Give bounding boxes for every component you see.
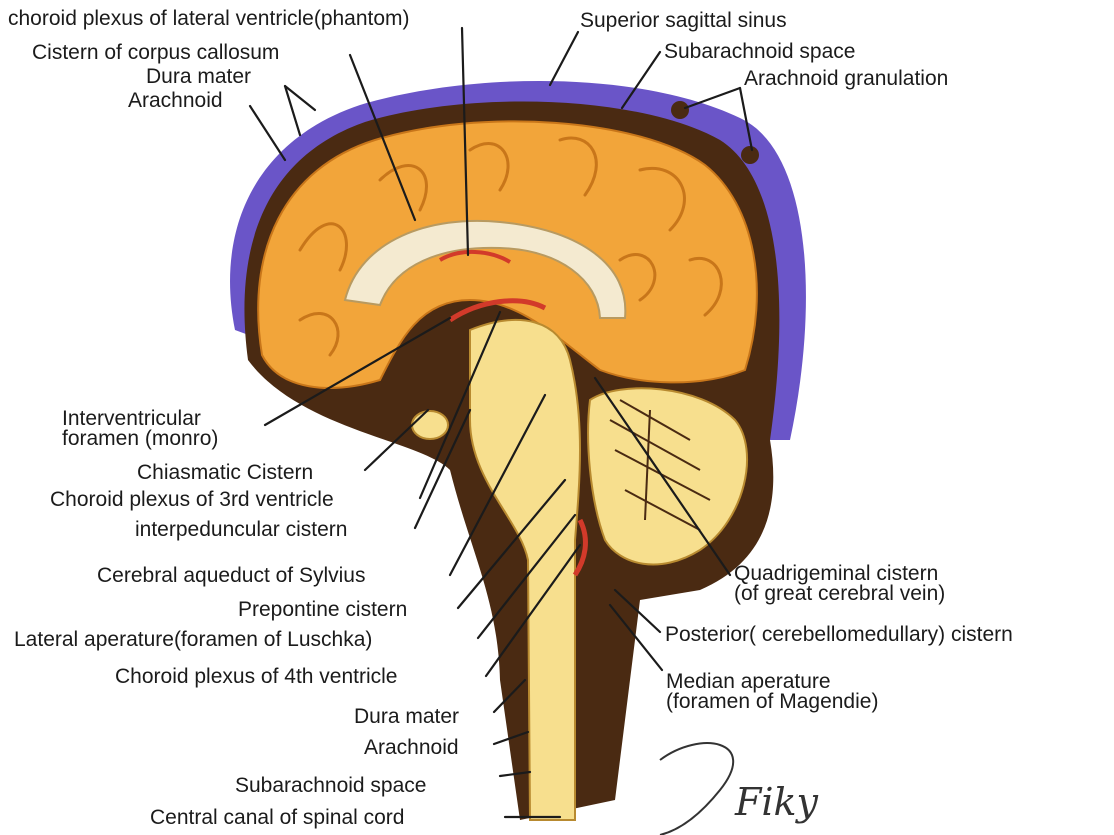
label-central-canal: Central canal of spinal cord: [150, 807, 404, 829]
label-arachnoid-bottom: Arachnoid: [364, 737, 459, 759]
label-arachnoid-granulation: Arachnoid granulation: [744, 68, 948, 90]
label-median-aperture-line2: (foramen of Magendie): [666, 691, 878, 713]
label-choroid-plexus-4th: Choroid plexus of 4th ventricle: [115, 666, 398, 688]
label-choroid-plexus-3rd: Choroid plexus of 3rd ventricle: [50, 489, 334, 511]
signature-text: Fiky: [734, 780, 819, 824]
label-interventricular-foramen-line2: foramen (monro): [62, 428, 218, 450]
label-subarachnoid-space-top: Subarachnoid space: [664, 41, 855, 63]
label-prepontine-cistern: Prepontine cistern: [238, 599, 407, 621]
label-posterior-cistern: Posterior( cerebellomedullary) cistern: [665, 624, 1013, 646]
label-cistern-corpus-callosum: Cistern of corpus callosum: [32, 42, 279, 64]
label-arachnoid-top: Arachnoid: [128, 90, 223, 112]
label-choroid-plexus-lateral: choroid plexus of lateral ventricle(phan…: [8, 8, 410, 30]
label-subarachnoid-space-bottom: Subarachnoid space: [235, 775, 426, 797]
label-dura-mater-top: Dura mater: [146, 66, 251, 88]
label-dura-mater-bottom: Dura mater: [354, 706, 459, 728]
arachnoid-granulation-2: [741, 146, 759, 164]
pituitary-gland: [412, 411, 448, 439]
label-chiasmatic-cistern: Chiasmatic Cistern: [137, 462, 313, 484]
arachnoid-granulation-1: [671, 101, 689, 119]
label-lateral-aperture: Lateral aperature(foramen of Luschka): [14, 629, 372, 651]
label-superior-sagittal-sinus: Superior sagittal sinus: [580, 10, 787, 32]
label-cerebral-aqueduct: Cerebral aqueduct of Sylvius: [97, 565, 365, 587]
label-interpeduncular-cistern: interpeduncular cistern: [135, 519, 347, 541]
label-quadrigeminal-cistern-line2: (of great cerebral vein): [734, 583, 945, 605]
signature-mark: Fiky: [660, 743, 819, 835]
